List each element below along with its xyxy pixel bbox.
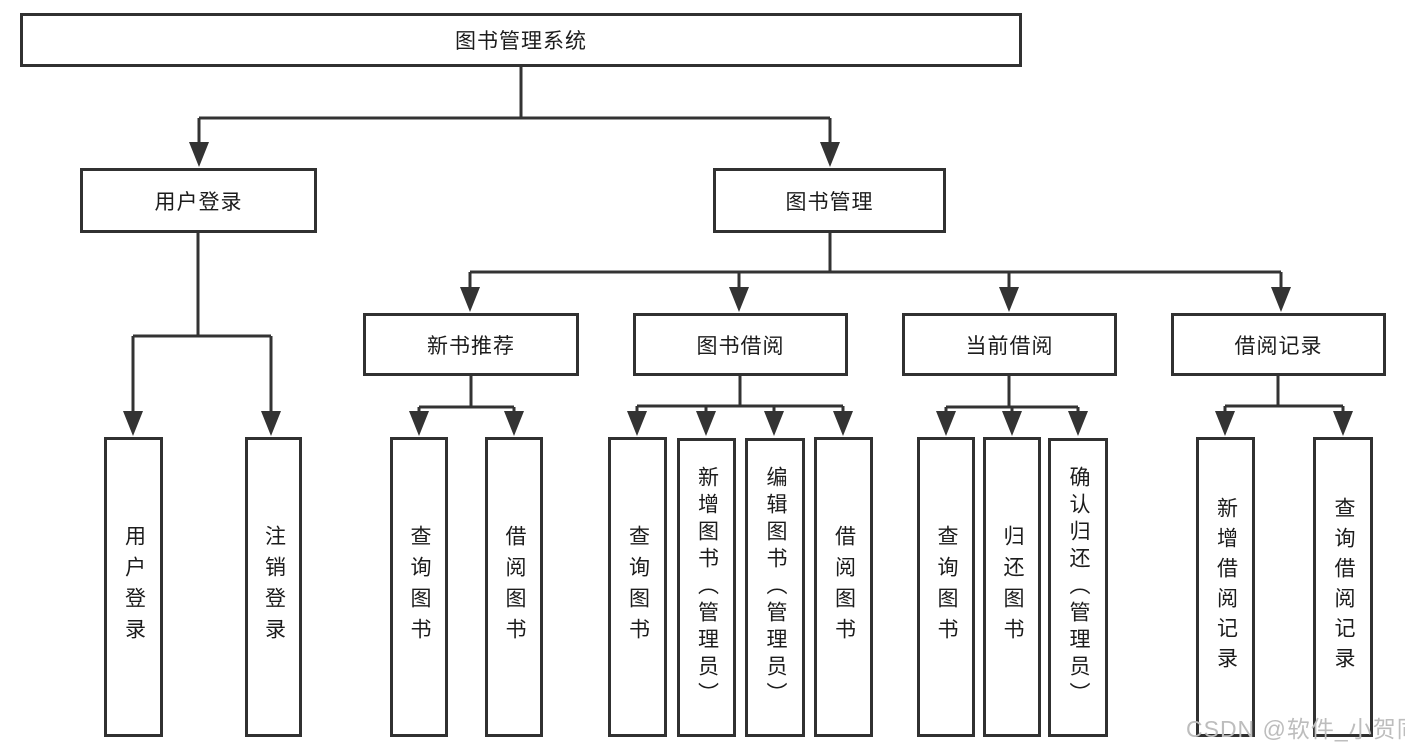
leaf-query-books-borrow: 查询图书 bbox=[608, 437, 667, 737]
arrow-icon bbox=[504, 411, 524, 436]
node-current-borrow: 当前借阅 bbox=[902, 313, 1117, 376]
leaf-query-borrow-record: 查询借阅记录 bbox=[1313, 437, 1373, 737]
connector-borrow-to-leaves bbox=[635, 376, 845, 414]
arrow-icon bbox=[1271, 287, 1291, 312]
arrow-icon bbox=[1068, 411, 1088, 436]
connector-userlogin-to-leaves bbox=[131, 233, 273, 413]
connector-current-to-leaves bbox=[944, 376, 1080, 414]
leaf-logout: 注销登录 bbox=[245, 437, 302, 737]
csdn-watermark: CSDN @软件_小贺同学 bbox=[1186, 716, 1405, 742]
leaf-confirm-return-admin: 确认归还（管理员） bbox=[1048, 438, 1108, 737]
leaf-query-books-current: 查询图书 bbox=[917, 437, 975, 737]
node-book-borrow: 图书借阅 bbox=[633, 313, 848, 376]
node-user-login: 用户登录 bbox=[80, 168, 317, 233]
arrow-icon bbox=[1002, 411, 1022, 436]
arrow-icon bbox=[820, 142, 840, 167]
connector-bookmgmt-to-level3 bbox=[468, 233, 1283, 289]
arrow-icon bbox=[1333, 411, 1353, 436]
leaf-add-borrow-record: 新增借阅记录 bbox=[1196, 437, 1255, 737]
leaf-borrow-books-recommend: 借阅图书 bbox=[485, 437, 543, 737]
arrow-icon bbox=[729, 287, 749, 312]
connector-records-to-leaves bbox=[1223, 376, 1345, 414]
arrow-icon bbox=[189, 142, 209, 167]
leaf-borrow-books: 借阅图书 bbox=[814, 437, 873, 737]
node-root: 图书管理系统 bbox=[20, 13, 1022, 67]
leaf-query-books-recommend: 查询图书 bbox=[390, 437, 448, 737]
arrow-icon bbox=[833, 411, 853, 436]
arrow-icon bbox=[409, 411, 429, 436]
node-borrow-records: 借阅记录 bbox=[1171, 313, 1386, 376]
leaf-edit-books-admin: 编辑图书（管理员） bbox=[745, 438, 805, 737]
arrow-icon bbox=[1215, 411, 1235, 436]
connector-newbook-to-leaves bbox=[417, 376, 516, 414]
node-new-book-recommend: 新书推荐 bbox=[363, 313, 579, 376]
arrow-icon bbox=[627, 411, 647, 436]
leaf-add-books-admin: 新增图书（管理员） bbox=[677, 438, 736, 737]
arrow-icon bbox=[460, 287, 480, 312]
arrowheads bbox=[123, 142, 1353, 436]
leaf-return-books: 归还图书 bbox=[983, 437, 1041, 737]
arrow-icon bbox=[696, 411, 716, 436]
arrow-icon bbox=[261, 411, 281, 436]
node-book-management: 图书管理 bbox=[713, 168, 946, 233]
leaf-user-login: 用户登录 bbox=[104, 437, 163, 737]
arrow-icon bbox=[999, 287, 1019, 312]
arrow-icon bbox=[123, 411, 143, 436]
connector-root-to-level2 bbox=[197, 67, 832, 144]
arrow-icon bbox=[936, 411, 956, 436]
arrow-icon bbox=[764, 411, 784, 436]
